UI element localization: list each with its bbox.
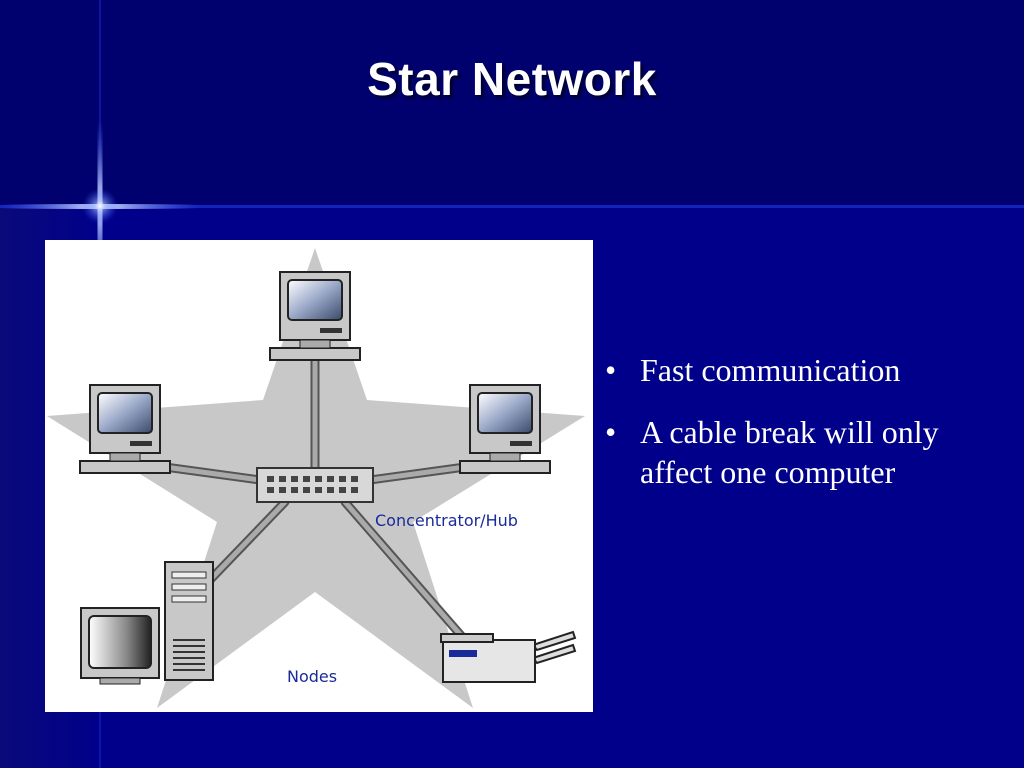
- bullet-text: A cable break will only affect one compu…: [640, 414, 939, 490]
- nodes-label: Nodes: [287, 667, 337, 686]
- star-network-diagram: Concentrator/Hub Nodes: [45, 240, 593, 712]
- bullet-marker: •: [605, 414, 617, 450]
- bullet-item: • A cable break will only affect one com…: [605, 412, 1005, 492]
- bullet-marker: •: [605, 352, 617, 388]
- computer-icon: [269, 271, 361, 361]
- printer-icon: [440, 630, 577, 683]
- computer-icon: [459, 384, 551, 474]
- bullet-item: • Fast communication: [605, 350, 1005, 390]
- tower-computer-icon: [80, 561, 214, 685]
- computer-icon: [79, 384, 171, 474]
- hub-icon: [256, 467, 374, 503]
- bullet-text: Fast communication: [640, 352, 901, 388]
- sparkle-decoration: [0, 120, 200, 290]
- hub-label: Concentrator/Hub: [375, 511, 518, 530]
- bullet-list: • Fast communication • A cable break wil…: [605, 350, 1005, 514]
- slide-title: Star Network: [367, 53, 657, 105]
